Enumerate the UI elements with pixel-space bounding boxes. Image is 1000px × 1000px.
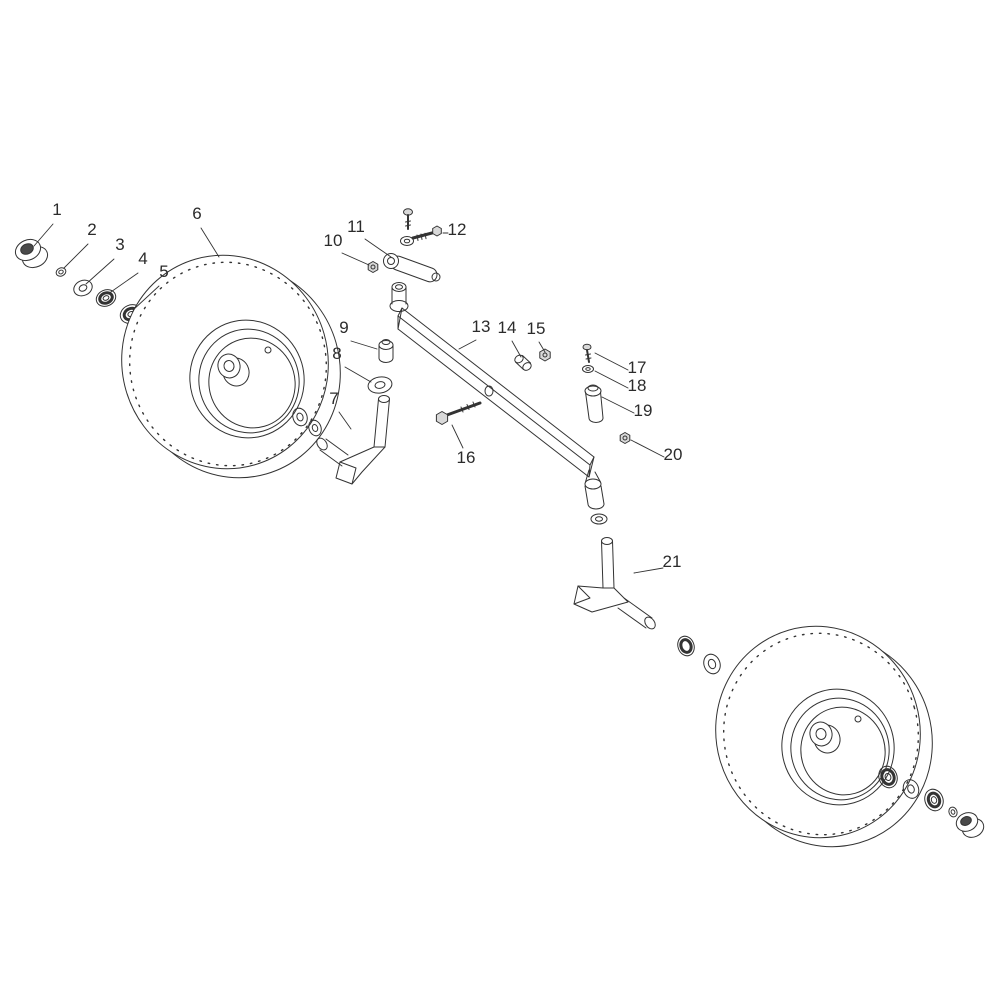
- part-18-washer: [582, 365, 594, 373]
- callout-number-15: 15: [527, 319, 546, 338]
- leader-line-16: [451, 424, 464, 449]
- part-20-nut: [619, 432, 631, 444]
- leader-line-5: [132, 285, 160, 311]
- right-washer: [902, 779, 920, 799]
- right-ring: [948, 806, 958, 818]
- lower-post: [584, 469, 605, 510]
- leader-line-21: [633, 567, 664, 574]
- callout-number-10: 10: [324, 231, 343, 250]
- leader-line-3: [85, 258, 115, 285]
- part-4-bearing: [95, 289, 117, 307]
- leader-line-15: [538, 341, 546, 353]
- part-3-washer: [73, 279, 93, 297]
- callout-number-20: 20: [664, 445, 683, 464]
- callout-number-21: 21: [663, 552, 682, 571]
- callout-number-17: 17: [628, 358, 647, 377]
- right-end-cap: [955, 812, 985, 838]
- right-wheel: [715, 625, 933, 848]
- leader-line-9: [350, 340, 378, 350]
- rim-valve-hole: [264, 346, 272, 354]
- part-15-nut: [539, 348, 551, 362]
- callout-number-5: 5: [159, 262, 168, 281]
- part-12-top-bolt: [400, 208, 414, 246]
- part-9-bushing: [378, 339, 394, 363]
- callout-number-2: 2: [87, 220, 96, 239]
- callout-number-3: 3: [115, 235, 124, 254]
- part-10-nut: [367, 261, 379, 273]
- part-19-bushing: [584, 384, 604, 423]
- part-21-caster-fork-right: [573, 537, 656, 630]
- right-stub-bearings: [677, 635, 721, 675]
- callout-number-7: 7: [329, 389, 338, 408]
- leader-line-6: [200, 227, 220, 258]
- part-12-bolt: [411, 225, 442, 241]
- callout-number-9: 9: [339, 318, 348, 337]
- leader-line-1: [33, 223, 54, 247]
- part-8-washer: [367, 376, 393, 394]
- callout-number-6: 6: [192, 204, 201, 223]
- callout-number-16: 16: [457, 448, 476, 467]
- callout-number-13: 13: [472, 317, 491, 336]
- leader-line-19: [601, 396, 635, 414]
- part-17-bolt: [582, 343, 592, 363]
- callout-number-11: 11: [347, 217, 365, 236]
- part-16-bolt: [435, 401, 482, 425]
- part-7-caster-fork-left: [316, 395, 390, 485]
- part-1-end-cap: [14, 238, 49, 269]
- callout-number-4: 4: [138, 249, 147, 268]
- callout-number-14: 14: [498, 318, 517, 337]
- callout-number-18: 18: [628, 376, 647, 395]
- part-13-axle-beam: [397, 307, 595, 478]
- beam-bolt-hole: [484, 385, 494, 397]
- right-bearing-2: [924, 788, 944, 812]
- callout-number-12: 12: [448, 220, 467, 239]
- leader-line-7: [338, 411, 352, 430]
- leader-line-11: [364, 238, 392, 258]
- leader-line-8: [344, 366, 372, 383]
- callout-number-1: 1: [52, 200, 61, 219]
- part-2-ring: [55, 267, 67, 277]
- rim-valve-hole: [854, 715, 862, 723]
- leader-line-17: [594, 352, 629, 371]
- lower-post-washer: [590, 513, 608, 525]
- left-hub-washers: [292, 407, 322, 437]
- part-6-left-wheel: [121, 254, 341, 479]
- leader-line-4: [107, 272, 139, 295]
- part-14-spacer: [514, 354, 532, 371]
- leader-line-2: [63, 243, 89, 269]
- right-bearing-1: [878, 765, 898, 789]
- leader-line-20: [630, 439, 665, 458]
- leader-line-14: [511, 340, 522, 358]
- leader-line-18: [594, 370, 629, 389]
- leader-line-10: [341, 252, 370, 266]
- leader-line-13: [458, 339, 477, 350]
- callout-number-19: 19: [634, 401, 653, 420]
- callout-number-8: 8: [332, 344, 341, 363]
- part-11-steering-arm: [383, 253, 441, 283]
- steering-post: [389, 282, 409, 312]
